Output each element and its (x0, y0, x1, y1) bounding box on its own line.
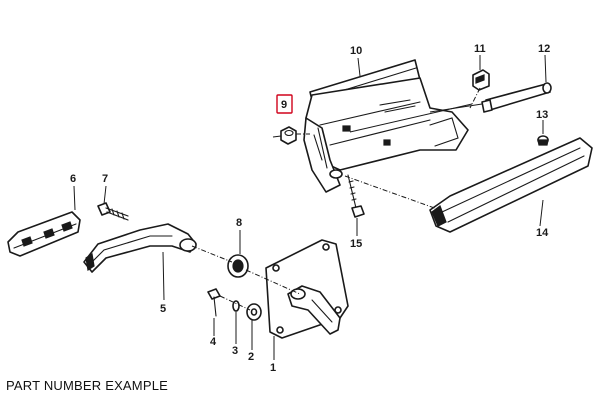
callout-labels: 1 2 3 4 5 6 7 8 9 10 11 12 13 14 15 (70, 43, 550, 374)
callout-5: 5 (160, 303, 166, 315)
part-15-screw[interactable] (347, 174, 365, 218)
callout-8: 8 (236, 217, 242, 229)
part-10-trim-panel[interactable] (305, 59, 469, 171)
part-5-pull-handle[interactable] (83, 223, 197, 273)
callout-15: 15 (350, 238, 362, 250)
part-2-flat-washer[interactable] (246, 303, 262, 321)
part-12-rod[interactable] (481, 82, 552, 113)
lock-housing[interactable] (303, 117, 343, 193)
part-14-armrest[interactable] (429, 137, 593, 233)
part-1-mounting-plate[interactable] (265, 239, 349, 339)
callout-11: 11 (474, 43, 486, 55)
part-13-grommet[interactable] (537, 135, 549, 146)
callout-1: 1 (270, 362, 276, 374)
callout-13: 13 (536, 109, 548, 121)
callout-9: 9 (281, 99, 287, 111)
alignment-lines (191, 87, 483, 311)
callout-3: 3 (232, 345, 238, 357)
part-9-nut[interactable] (272, 126, 297, 145)
part-7-bolt[interactable] (97, 202, 129, 221)
part-4-screw[interactable] (207, 288, 221, 317)
callout-6: 6 (70, 173, 76, 185)
part-6-escutcheon[interactable] (7, 211, 81, 257)
callout-14: 14 (536, 227, 549, 239)
highlight-box-9 (276, 94, 293, 114)
part-8-bezel-ring[interactable] (227, 254, 249, 278)
callout-leaders (73, 54, 547, 360)
callout-12: 12 (538, 43, 550, 55)
callout-4: 4 (210, 336, 217, 348)
part-11-clip[interactable] (472, 69, 490, 91)
caption: PART NUMBER EXAMPLE (6, 378, 169, 393)
part-3-lock-washer[interactable] (232, 300, 240, 312)
callout-10: 10 (350, 45, 362, 57)
callout-7: 7 (102, 173, 108, 185)
callout-2: 2 (248, 351, 254, 363)
